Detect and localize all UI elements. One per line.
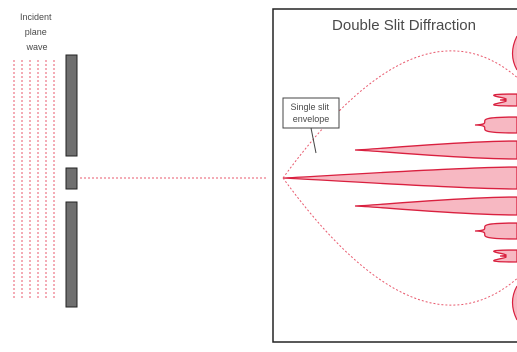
slit-barrier (65, 54, 78, 308)
side-fringe (493, 249, 517, 263)
barrier-top-segment (65, 54, 78, 157)
side-fringe (493, 93, 517, 107)
interference-fringes (282, 93, 517, 263)
side-fringe (354, 140, 517, 160)
envelope-callout: Single slit envelope (282, 97, 340, 154)
barrier-middle-segment (65, 167, 78, 190)
callout-text: Single slit envelope (290, 102, 331, 124)
callout-line-2: envelope (293, 114, 330, 124)
incident-label-line-1: Incident (20, 12, 52, 22)
incident-label-line-2: plane (25, 27, 47, 37)
side-lobe-top (511, 35, 517, 71)
incident-wave-label: Incident plane wave (20, 12, 54, 52)
side-fringe (474, 222, 517, 240)
single-slit-envelope (282, 50, 517, 306)
side-fringe (354, 196, 517, 216)
barrier-bottom-segment (65, 201, 78, 308)
diagram-title: Double Slit Diffraction (332, 17, 476, 34)
side-lobe-bottom (511, 285, 517, 321)
incident-label-line-3: wave (25, 42, 47, 52)
callout-line-1: Single slit (290, 102, 329, 112)
callout-pointer (310, 127, 317, 154)
incident-wavefronts (13, 60, 55, 300)
side-fringe (474, 116, 517, 134)
